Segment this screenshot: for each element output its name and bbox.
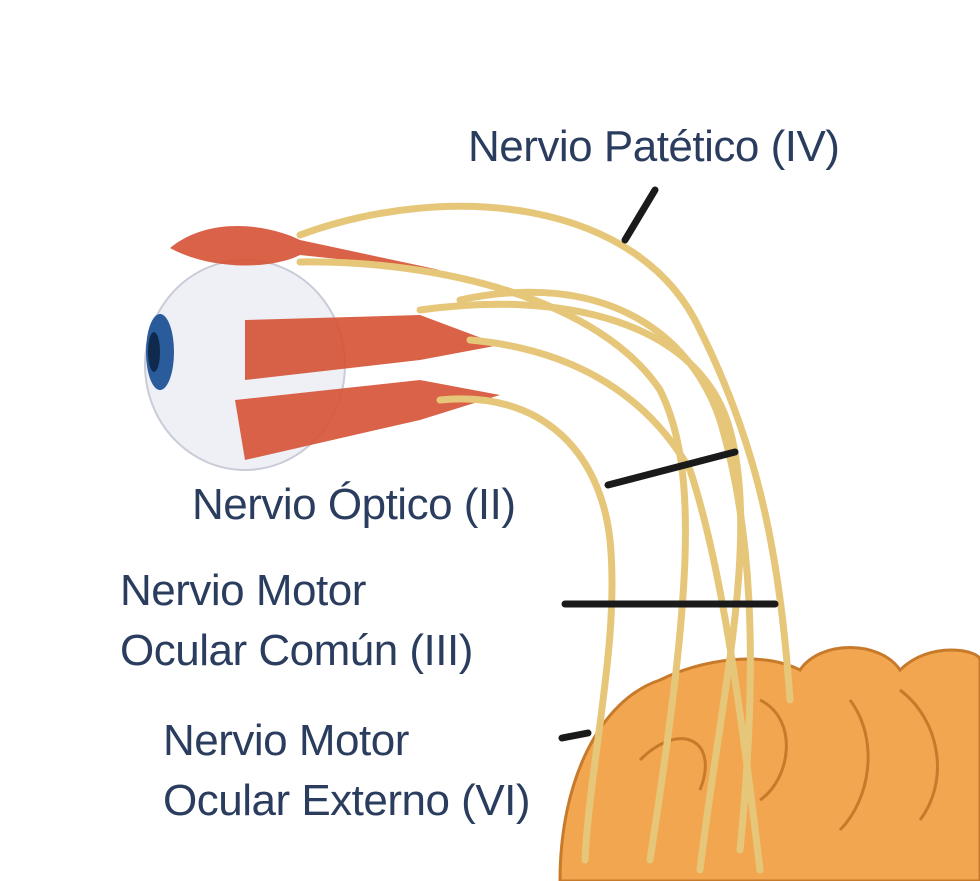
label-nervio-optico: Nervio Óptico (II) — [192, 480, 516, 529]
eye-muscles — [170, 225, 500, 460]
nerves — [296, 202, 794, 874]
label-motor-ocular-comun-line2: Ocular Común (III) — [120, 626, 473, 675]
label-nervio-patetico: Nervio Patético (IV) — [468, 122, 840, 171]
label-motor-ocular-comun-line1: Nervio Motor — [120, 566, 366, 615]
label-motor-ocular-externo-line1: Nervio Motor — [163, 716, 409, 765]
brain — [558, 646, 980, 881]
label-motor-ocular-externo-line2: Ocular Externo (VI) — [163, 776, 531, 825]
leader-lines — [558, 186, 779, 742]
